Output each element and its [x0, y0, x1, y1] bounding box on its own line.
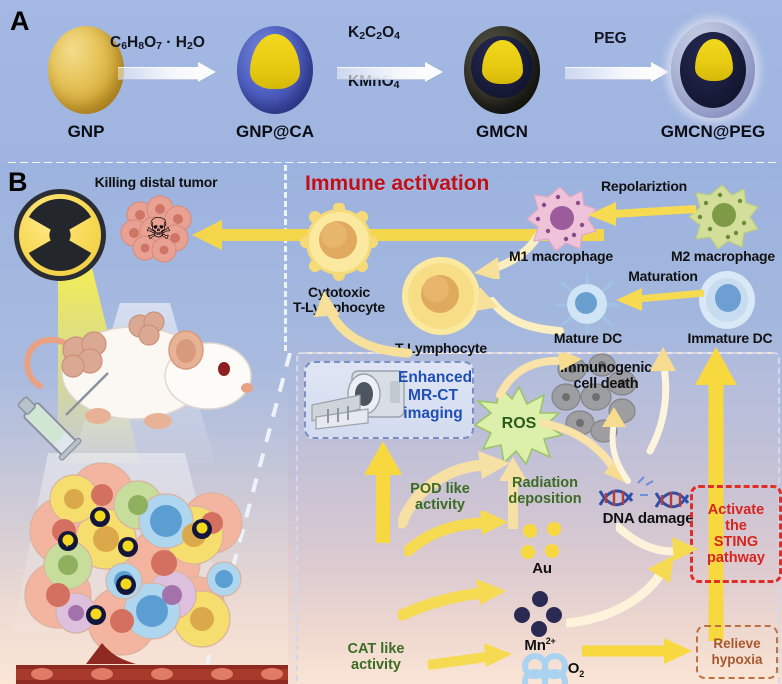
- arrow-cat-activity: [427, 643, 512, 670]
- arrow-gnpca-to-gmcn: [337, 62, 443, 82]
- relieve-hypoxia-box: Relieve hypoxia: [696, 625, 778, 679]
- ct-scanner-icon: [311, 370, 405, 430]
- mr-ct-imaging-label: Enhanced MR-CT imaging: [398, 369, 473, 422]
- arrow-maturation: [616, 288, 705, 311]
- arrow-dna-to-sting: [616, 523, 698, 561]
- distal-tumor-cluster: [120, 195, 192, 263]
- arrow-icd-to-immune: [646, 347, 676, 455]
- mn-label: Mn2+: [524, 636, 556, 654]
- m2-macrophage-label: M2 macrophage: [671, 248, 775, 264]
- gmcnpeg-particle: [671, 22, 755, 118]
- dna-damage-icon: [598, 476, 690, 509]
- label-gmcnpeg: GMCN@PEG: [660, 122, 766, 141]
- m2-macrophage-cell: [688, 184, 760, 250]
- reaction-3-formula: PEG: [594, 30, 627, 47]
- repolarization-label: Repolariztion: [600, 178, 688, 194]
- panel-a: A GNP C6H8O7 · H2O GNP@CA K2C2O4 KMnO4 G…: [0, 0, 782, 163]
- t-lymphocyte-cell: [402, 257, 480, 335]
- o2-label: O2: [567, 660, 584, 679]
- arrow-mn-to-sting: [566, 555, 674, 628]
- arrow-gmcn-to-gmcnpeg: [565, 62, 669, 82]
- arrow-np-to-au: [404, 511, 508, 557]
- cat-activity-label: CAT like activity: [347, 641, 405, 674]
- sting-pathway-box: Activate the STING pathway: [690, 485, 782, 583]
- pod-activity-label: POD like activity: [410, 481, 470, 514]
- immune-activation-title: Immune activation: [305, 172, 490, 195]
- panel-b: B: [0, 163, 782, 684]
- panel-a-letter: A: [10, 6, 30, 36]
- m1-macrophage-label: M1 macrophage: [509, 248, 613, 264]
- gnpca-gold-core: [250, 34, 300, 89]
- arrow-ros-to-icd: [496, 353, 582, 399]
- dna-damage-label: DNA damage: [602, 510, 694, 527]
- maturation-label: Maturation: [628, 268, 698, 284]
- ros-starburst: [474, 385, 564, 465]
- mature-dc-cell: [554, 273, 620, 335]
- gmcnpeg-gold-core: [695, 39, 733, 81]
- label-gmcn: GMCN: [476, 122, 528, 141]
- arrow-t-to-ctl: [314, 291, 413, 358]
- arrow-gnp-to-gnpca: [118, 62, 216, 82]
- arrow-sting-to-immune: [695, 347, 737, 641]
- vertical-divider-top: [284, 165, 287, 351]
- mouse-illustration: [24, 311, 253, 429]
- panel-b-letter: B: [8, 167, 28, 197]
- radiation-hazard-icon: [14, 189, 106, 281]
- arrow-np-to-mn: [398, 579, 506, 621]
- arrow-repolarization: [588, 202, 697, 226]
- ros-label: ROS: [501, 415, 537, 432]
- diagonal-divider: [200, 353, 292, 683]
- label-gnpca: GNP@CA: [236, 122, 314, 141]
- arrow-o2-to-hypoxia: [582, 638, 692, 664]
- mature-dc-label: Mature DC: [553, 330, 623, 346]
- skull-icon: ☠: [145, 213, 172, 246]
- label-gnp: GNP: [67, 122, 105, 141]
- immature-dc-cell: [699, 271, 755, 329]
- radiation-deposition-label: Radiation deposition: [508, 475, 582, 508]
- reaction-2-formula-top: K2C2O4: [348, 24, 400, 42]
- au-particles: [521, 522, 561, 559]
- t-lymphocyte-label: T-Lymphocyte: [395, 340, 487, 356]
- arrow-ros-to-dna: [540, 419, 626, 483]
- gmcn-particle: [464, 26, 540, 114]
- immunogenic-cell-death-label: Immunogenic cell death: [559, 360, 653, 392]
- gnpca-particle: [237, 26, 313, 114]
- killing-distal-tumor-label: Killing distal tumor: [94, 174, 218, 190]
- au-label: Au: [532, 560, 552, 577]
- reaction-1-formula: C6H8O7 · H2O: [110, 34, 205, 52]
- arrow-np-to-ct: [364, 441, 402, 543]
- syringe-icon: [17, 372, 109, 461]
- mn-particles: [514, 591, 562, 637]
- immature-dc-label: Immature DC: [687, 330, 773, 346]
- m1-macrophage-cell: [526, 186, 598, 252]
- arrow-dc-to-t: [476, 287, 564, 335]
- gmcn-gold-core: [482, 40, 523, 84]
- cytotoxic-t-lymphocyte-cell: [300, 203, 378, 281]
- tumor-microenvironment: [16, 462, 288, 684]
- o2-molecule: [522, 653, 568, 684]
- arrow-pod-activity: [398, 451, 510, 529]
- gnp-particle: [48, 26, 124, 114]
- arrow-radiation-deposition: [499, 457, 527, 529]
- arrow-dna-to-icd: [602, 407, 631, 484]
